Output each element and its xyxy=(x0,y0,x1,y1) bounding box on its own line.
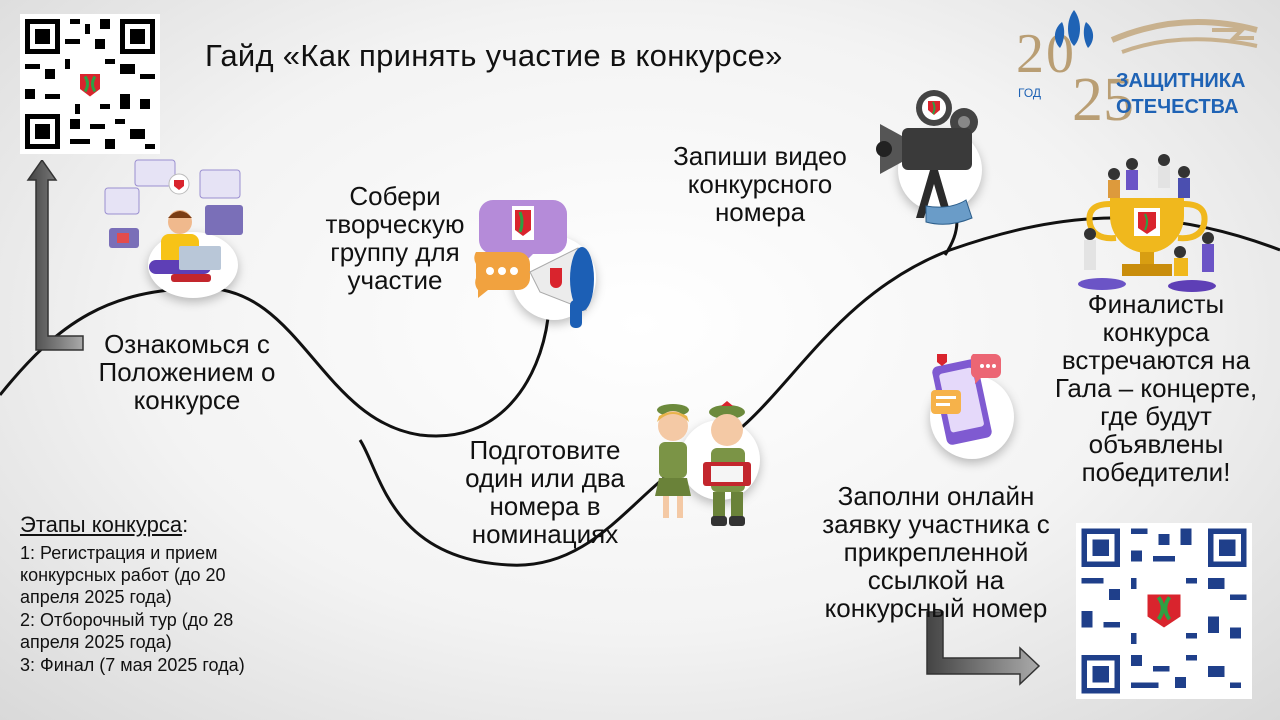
step-2-line: участие xyxy=(347,265,443,295)
qr-code-bottom[interactable] xyxy=(1076,523,1252,699)
year-logo: 2 0 25 ГОД ЗАЩИТНИКА ОТЕЧЕСТВА xyxy=(1012,0,1274,134)
step-5-line: Заполни онлайн xyxy=(837,481,1035,511)
step-6-line: встречаются на xyxy=(1061,345,1251,375)
page-title: Гайд «Как принять участие в конкурсе» xyxy=(205,38,783,73)
step-5-line: конкурсный номер xyxy=(824,593,1048,623)
step-4-line: конкурсного xyxy=(687,169,833,199)
step-2-line: Собери xyxy=(349,181,441,211)
step-5-line: ссылкой на xyxy=(867,565,1005,595)
step-6-line: Финалисты xyxy=(1087,289,1225,319)
stages-heading-text: Этапы конкурса xyxy=(20,512,183,537)
laptop-person-icon xyxy=(104,159,243,282)
trophy-winners-icon xyxy=(1078,154,1216,292)
svg-text:25: 25 xyxy=(1072,66,1134,125)
qr-code-top[interactable] xyxy=(20,14,160,154)
svg-text:2: 2 xyxy=(1016,23,1044,85)
stage-line: 2: Отборочный тур (до 28 xyxy=(20,610,234,630)
step-3-text: Подготовите один или два номера в номина… xyxy=(450,436,640,548)
logo-text-line2: ОТЕЧЕСТВА xyxy=(1116,96,1239,118)
logo-text-line1: ЗАЩИТНИКА xyxy=(1116,70,1246,92)
step-6-text: Финалисты конкурса встречаются на Гала –… xyxy=(1045,290,1267,486)
stage-line: конкурсных работ (до 20 xyxy=(20,565,226,585)
step-4-line: номера xyxy=(714,197,806,227)
step-6-line: где будут xyxy=(1100,401,1212,431)
step-3-line: один или два xyxy=(465,463,625,493)
step-1-line: Ознакомься с xyxy=(104,329,270,359)
step-4-text: Запиши видео конкурсного номера xyxy=(660,142,860,226)
step-4-line: Запиши видео xyxy=(673,141,847,171)
stage-line: апреля 2025 года) xyxy=(20,632,172,652)
step-3-line: Подготовите xyxy=(469,435,621,465)
step-6-line: победители! xyxy=(1081,457,1231,487)
step-2-line: группу для xyxy=(330,237,460,267)
arrow-right-icon xyxy=(926,611,1041,686)
megaphone-icon xyxy=(474,200,594,328)
stages-heading-colon: : xyxy=(182,512,189,537)
step-2-text: Собери творческую группу для участие xyxy=(300,182,490,294)
logo-year-label: ГОД xyxy=(1018,86,1042,100)
step-1-line: Положением о xyxy=(98,357,276,387)
step-5-line: заявку участника с xyxy=(822,509,1050,539)
step-3-line: номера в xyxy=(489,491,601,521)
stage-line: 3: Финал (7 мая 2025 года) xyxy=(20,655,245,675)
step-1-text: Ознакомься с Положением о конкурсе xyxy=(82,330,292,414)
step-5-text: Заполни онлайн заявку участника с прикре… xyxy=(800,482,1072,622)
step-3-line: номинациях xyxy=(471,519,619,549)
step-6-line: конкурса xyxy=(1102,317,1210,347)
step-5-line: прикрепленной xyxy=(843,537,1029,567)
step-6-line: Гала – концерте, xyxy=(1054,373,1258,403)
step-2-line: творческую xyxy=(325,209,465,239)
stage-line: апреля 2025 года) xyxy=(20,587,172,607)
step-1-line: конкурсе xyxy=(133,385,241,415)
step-6-line: объявлены xyxy=(1088,429,1224,459)
children-soldiers-icon xyxy=(655,401,751,526)
stages-heading: Этапы конкурса: xyxy=(20,512,188,538)
phone-chat-icon xyxy=(931,354,1001,445)
stage-line: 1: Регистрация и прием xyxy=(20,543,218,563)
arrow-up-icon xyxy=(26,160,84,351)
movie-camera-icon xyxy=(876,90,978,225)
